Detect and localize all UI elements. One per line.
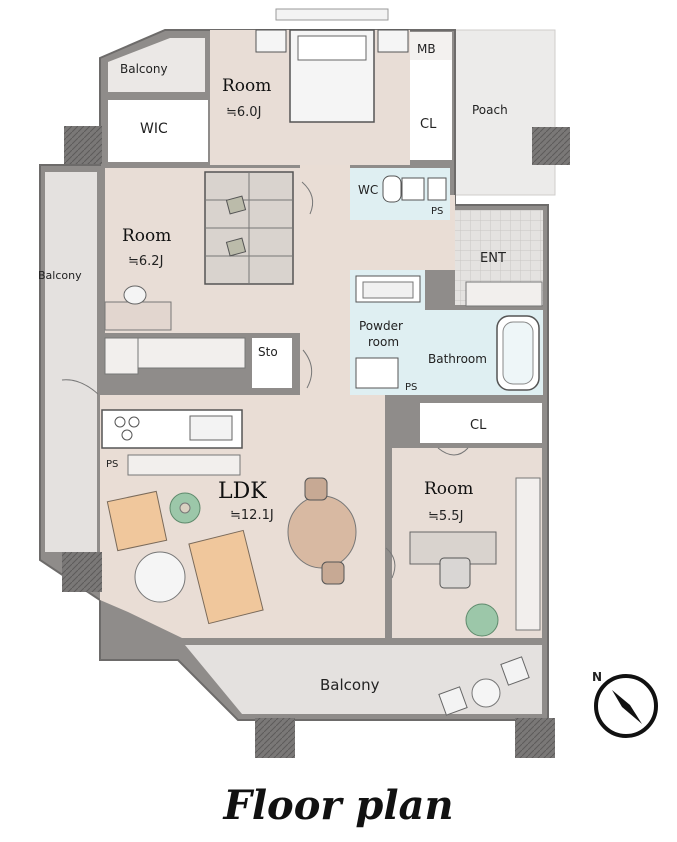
chair [304,477,328,501]
desk [409,531,497,565]
compass-north-label: N [592,670,602,684]
wic-label: WIC [140,121,168,137]
balcony-bottom-label: Balcony [320,676,380,694]
column [64,126,102,164]
chair [123,285,147,305]
storage-floor [252,338,292,388]
ldk-size: ≒12.1J [230,508,274,523]
compass-icon: N [592,670,658,738]
window [275,8,389,21]
room-right-size: ≒5.5J [428,509,463,524]
powder-room-label: Powder [359,319,403,333]
balcony-left-label: Balcony [38,269,82,282]
wc-label: WC [358,183,378,197]
bathroom-label: Bathroom [428,352,487,366]
toilet-icon [382,175,447,203]
shoe-cabinet [465,281,543,307]
closet-top-floor [410,60,452,160]
room-right-label: Room [424,479,473,499]
ent-label: ENT [480,251,506,266]
ps-wc-label: PS [431,206,443,217]
chair [321,561,345,585]
bathtub-icon [496,315,540,391]
balcony-top-label: Balcony [120,62,168,76]
sofa-icon [106,490,168,552]
plant-icon [169,492,201,524]
bed-icon [255,29,409,123]
mb-floor [410,32,452,60]
door-swing [301,181,314,215]
room-top-size: ≒6.0J [226,105,261,120]
coffee-table [134,551,186,603]
chair [439,557,471,589]
balcony-left-floor [45,172,97,552]
plant-icon [465,603,499,637]
sofa-icon [188,529,264,625]
door-swing [385,547,396,579]
column [515,718,555,758]
poach-label: Poach [472,103,508,117]
column [532,127,570,165]
plan-caption: Floor plan [223,782,454,829]
table-icon [287,495,357,569]
wic-floor [108,100,208,162]
sink-icon [355,275,421,389]
poach-area [454,29,556,196]
sto-label: Sto [258,345,278,359]
door-swing [437,447,469,456]
room-top-label: Room [222,76,271,96]
closet-right-floor [420,403,542,443]
ps-kitchen-label: PS [106,459,118,470]
column [255,718,295,758]
storage-cabinet [104,337,139,375]
desk [104,301,172,331]
balcony-top-floor [108,38,205,92]
door-swing [302,349,313,389]
wardrobe [515,477,541,631]
room-left-label: Room [122,226,171,246]
powder-room-label-2: room [368,335,399,349]
door-swing [61,379,99,395]
balcony-table [471,678,501,708]
cl-right-label: CL [470,418,487,433]
room-left-size: ≒6.2J [128,254,163,269]
ldk-label: LDK [218,479,267,504]
bed-icon [204,171,294,285]
balcony-chair [438,686,468,716]
balcony-chair [500,656,530,686]
cl-top-label: CL [420,117,437,132]
kitchen-counter [101,409,243,476]
column [62,552,102,592]
mb-label: MB [417,42,436,56]
ps-bath-label: PS [405,382,417,393]
